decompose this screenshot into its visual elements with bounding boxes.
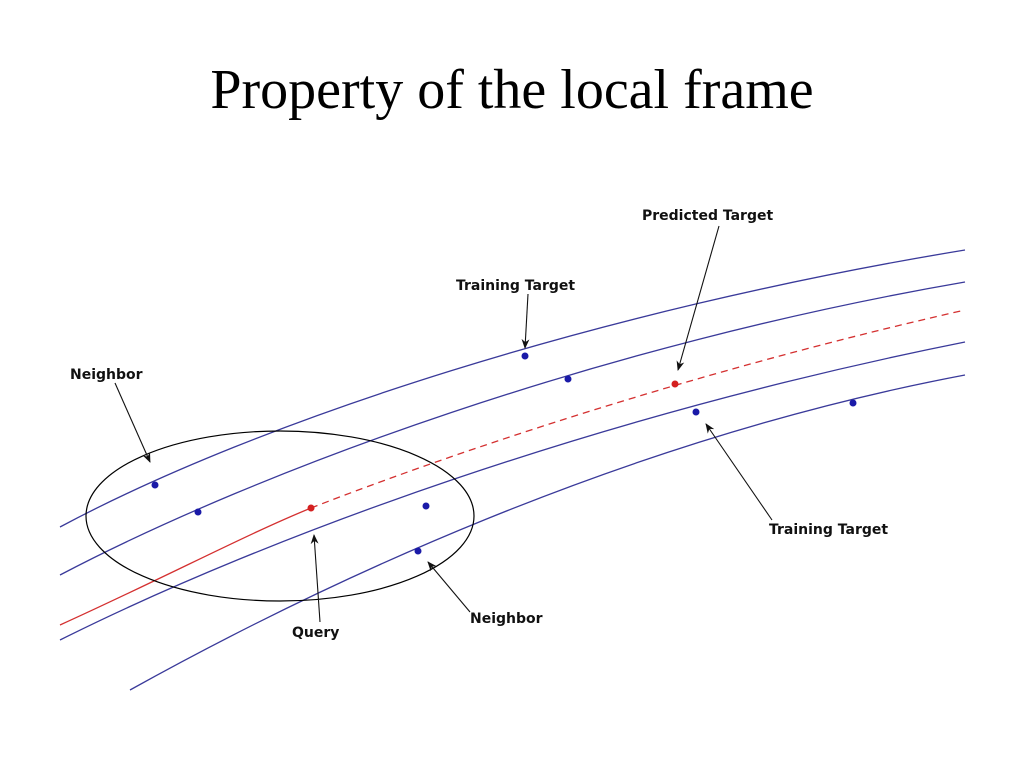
training-target-right-label: Training Target	[769, 522, 888, 538]
neighbor-point	[151, 481, 159, 489]
query-point	[307, 504, 315, 512]
neighbor-bottom-label: Neighbor	[470, 611, 543, 627]
query-label: Query	[292, 625, 339, 641]
training-target-point	[849, 399, 857, 407]
training-target-top-arrow	[521, 293, 530, 349]
neighbor-bottom-arrow	[427, 561, 471, 613]
neighbor-point	[422, 502, 430, 510]
slide-title: Property of the local frame	[210, 59, 814, 121]
trajectory-curve-1	[59, 249, 966, 528]
neighbor-left-label: Neighbor	[70, 367, 143, 383]
trajectory-curve-5	[129, 374, 966, 691]
training-target-point	[564, 375, 572, 383]
predicted-target-point	[671, 380, 679, 388]
trajectory-curve-4	[59, 341, 966, 641]
neighbor-point	[194, 508, 202, 516]
query-curve-solid	[59, 507, 312, 626]
predicted-target-label: Predicted Target	[642, 208, 773, 224]
query-arrow	[310, 534, 321, 623]
training-target-point	[692, 408, 700, 416]
neighborhood-ellipse	[85, 430, 475, 602]
predicted-target-arrow	[676, 225, 720, 371]
training-target-point	[521, 352, 529, 360]
query-curve-dashed	[310, 309, 966, 509]
training-target-right-arrow	[705, 423, 773, 521]
neighbor-left-arrow	[114, 382, 151, 463]
neighbor-point	[414, 547, 422, 555]
trajectory-curve-2	[59, 281, 966, 576]
training-target-top-label: Training Target	[456, 278, 575, 294]
